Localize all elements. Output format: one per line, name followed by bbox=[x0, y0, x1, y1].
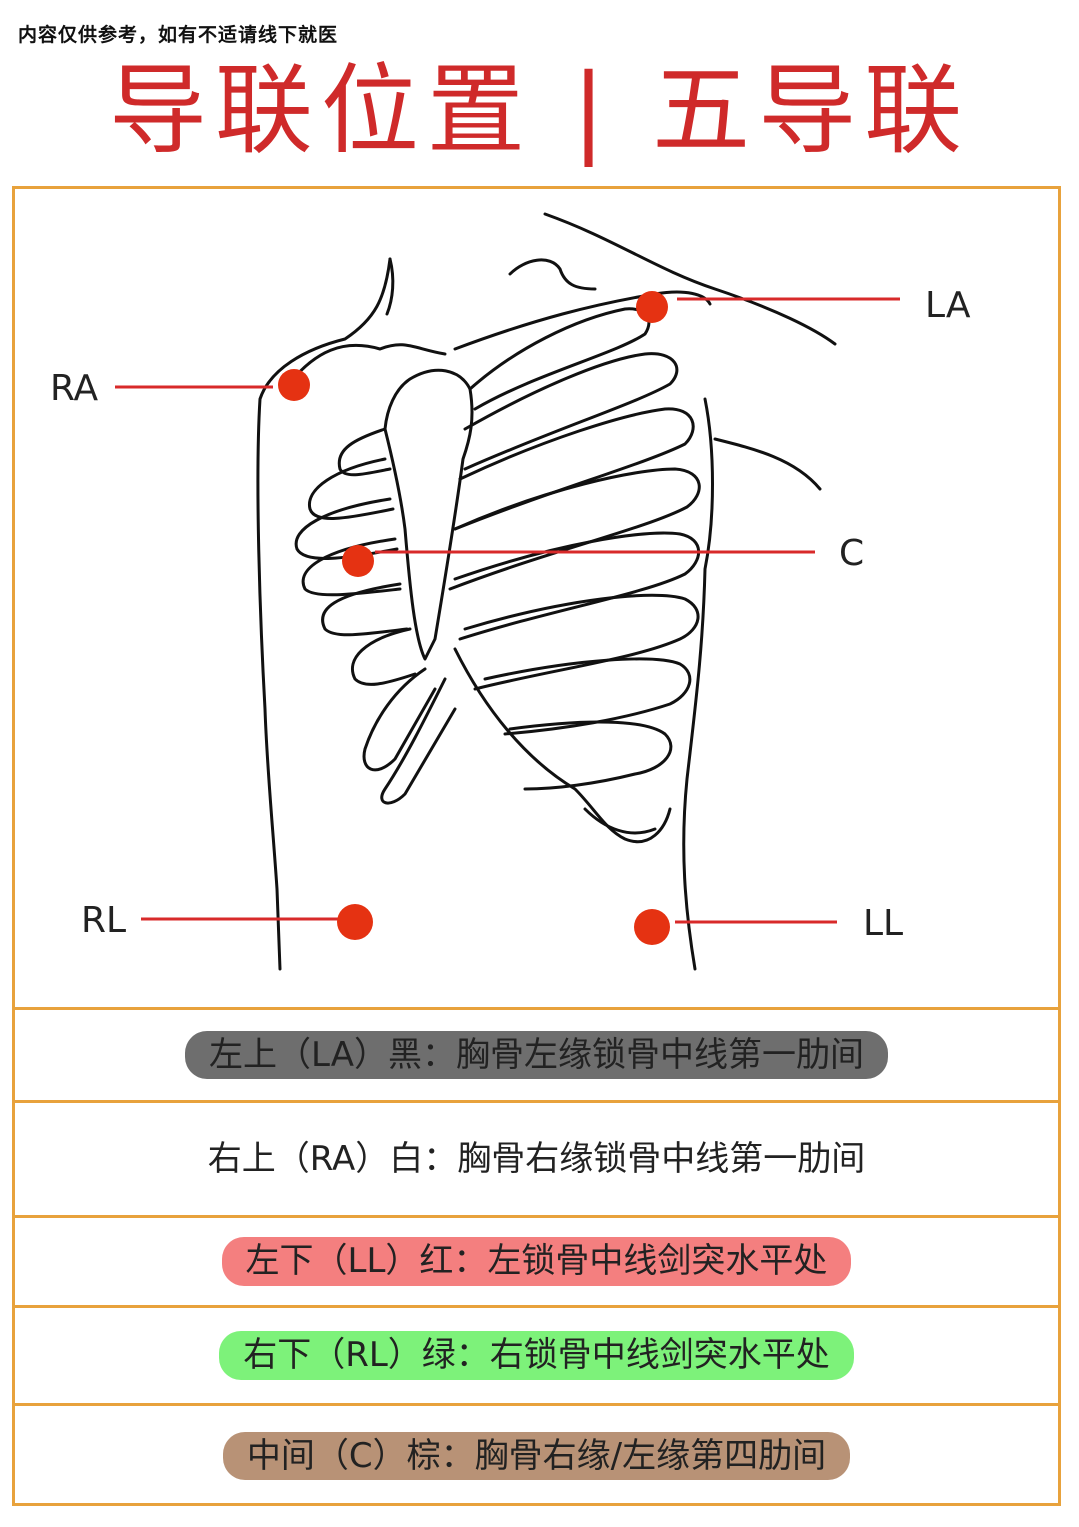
legend-row-rl: 右下（RL）绿：右锁骨中线剑突水平处 bbox=[12, 1305, 1061, 1403]
neck-left bbox=[385, 257, 395, 316]
clavicle-left bbox=[283, 343, 447, 391]
electrode-label-ra: RA bbox=[50, 368, 99, 409]
legend-row-c: 中间（C）棕：胸骨右缘/左缘第四肋间 bbox=[12, 1403, 1061, 1506]
electrode-la bbox=[636, 291, 668, 323]
content-frame bbox=[12, 186, 1061, 1506]
rib-r6 bbox=[463, 593, 700, 691]
rib-l1 bbox=[337, 427, 392, 477]
rib-l7 bbox=[362, 667, 437, 772]
legend-pill-rl: 右下（RL）绿：右锁骨中线剑突水平处 bbox=[219, 1331, 854, 1380]
rib-l6 bbox=[351, 627, 417, 686]
rib-l8 bbox=[380, 677, 457, 805]
sternum bbox=[383, 368, 474, 661]
shoulder-right-curve bbox=[713, 437, 822, 491]
legend-pill-c: 中间（C）棕：胸骨右缘/左缘第四肋间 bbox=[222, 1431, 851, 1481]
electrode-label-ll: LL bbox=[863, 903, 903, 944]
page-title: 导联位置 | 五导联 bbox=[108, 54, 971, 168]
electrode-c bbox=[342, 545, 374, 577]
legend-pill-ll: 左下（LL）红：左锁骨中线剑突水平处 bbox=[221, 1237, 852, 1286]
rib-l2 bbox=[307, 457, 395, 520]
rib-l5 bbox=[321, 582, 409, 637]
costal-margin-inner bbox=[583, 807, 657, 835]
electrode-label-c: C bbox=[839, 533, 864, 574]
electrode-ll bbox=[634, 909, 670, 945]
ribcage-drawing bbox=[256, 212, 837, 971]
rib-r7 bbox=[483, 657, 692, 736]
electrode-label-rl: RL bbox=[81, 900, 126, 941]
electrode-ra bbox=[278, 369, 310, 401]
legend-row-ra: 右上（RA）白：胸骨右缘锁骨中线第一肋间 bbox=[12, 1100, 1061, 1215]
rib-r5 bbox=[453, 531, 701, 641]
rib-r8 bbox=[508, 720, 673, 791]
legend-row-ll: 左下（LL）红：左锁骨中线剑突水平处 bbox=[12, 1215, 1061, 1305]
electrode-label-la: LA bbox=[925, 285, 971, 326]
electrode-rl bbox=[337, 904, 373, 940]
rib-r4 bbox=[448, 467, 701, 591]
lead-markers: LA RA C RL LL bbox=[50, 285, 971, 945]
legend-pill-ra: 右上（RA）白：胸骨右缘锁骨中线第一肋间 bbox=[183, 1134, 890, 1184]
clavicle-right-2 bbox=[508, 258, 597, 291]
legend-row-la: 左上（LA）黑：胸骨左缘锁骨中线第一肋间 bbox=[12, 1007, 1061, 1100]
legend-pill-la: 左上（LA）黑：胸骨左缘锁骨中线第一肋间 bbox=[185, 1030, 888, 1080]
body-outline-right-lower bbox=[682, 397, 714, 971]
clavicle-right bbox=[453, 290, 712, 351]
body-outline-right bbox=[543, 212, 837, 346]
chest-diagram: LA RA C RL LL bbox=[50, 212, 971, 971]
disclaimer-text: 内容仅供参考，如有不适请线下就医 bbox=[18, 24, 339, 46]
costal-margin bbox=[453, 647, 672, 844]
body-outline-left bbox=[256, 257, 392, 971]
rib-r2 bbox=[463, 352, 679, 471]
